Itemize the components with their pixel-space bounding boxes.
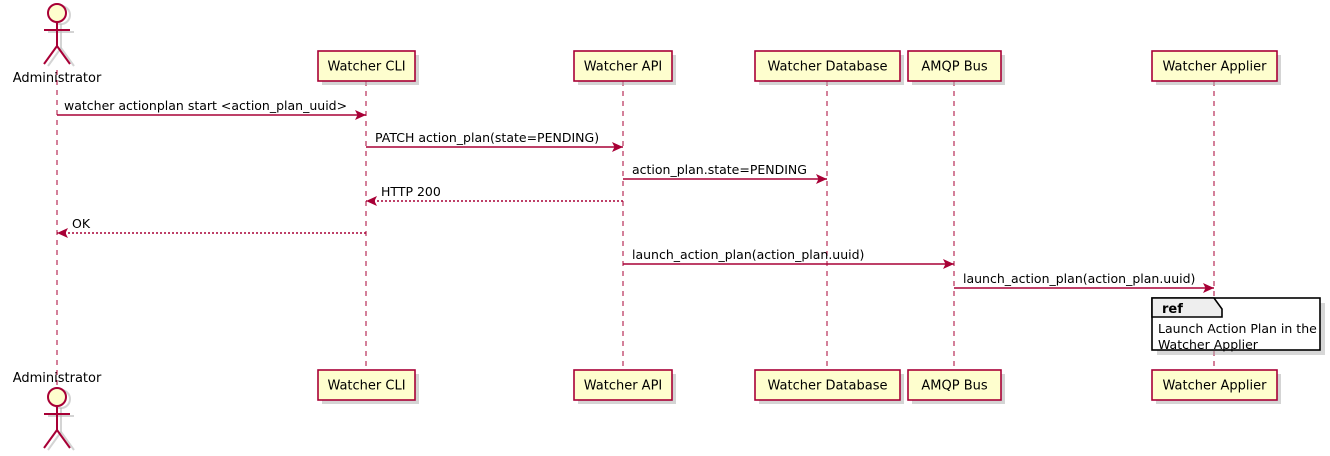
message-5-watcher-cli-to-administrator[interactable]: OK <box>57 216 366 238</box>
message-2-watcher-cli-to-watcher-api[interactable]: PATCH action_plan(state=PENDING) <box>366 130 623 152</box>
actor-right-leg-line-bottom <box>56 429 71 449</box>
actor-label-administrator-bottom: Administrator <box>13 371 102 386</box>
participant-box-watcher-cli[interactable] <box>317 369 416 401</box>
participant-label-watcher-applier: Watcher Applier <box>1163 60 1268 75</box>
participant-watcher-applier-head[interactable]: Watcher Applier <box>1151 50 1281 85</box>
participant-boxes-group: Watcher CLI Watcher CLI Watcher API Watcher… <box>317 50 1281 404</box>
ref-tab <box>1151 297 1223 318</box>
participant-label-watcher-cli: Watcher CLI <box>327 60 405 75</box>
participant-label-watcher-database: Watcher Database <box>768 379 888 394</box>
message-label: action_plan.state=PENDING <box>632 162 807 177</box>
ref-tab-label: ref <box>1162 302 1183 317</box>
actor-left-leg-line <box>43 45 58 65</box>
message-6-watcher-api-to-amqp-bus[interactable]: launch_action_plan(action_plan.uuid) <box>623 247 954 269</box>
actor-right-leg-line <box>56 45 71 65</box>
message-arrow-head <box>816 174 827 184</box>
message-7-amqp-bus-to-watcher-applier[interactable]: launch_action_plan(action_plan.uuid) <box>954 271 1214 293</box>
participant-box-watcher-applier[interactable] <box>1151 50 1278 82</box>
message-label: PATCH action_plan(state=PENDING) <box>375 130 599 145</box>
participant-watcher-cli-foot[interactable]: Watcher CLI <box>317 369 419 404</box>
participant-label-watcher-api: Watcher API <box>584 60 663 75</box>
ref-body-line: Launch Action Plan in the <box>1158 321 1317 336</box>
messages-group: watcher actionplan start <action_plan_uu… <box>57 98 1214 293</box>
participant-watcher-api-head[interactable]: Watcher API <box>573 50 676 85</box>
participant-label-watcher-applier: Watcher Applier <box>1163 379 1268 394</box>
ref-body-line: Watcher Applier <box>1158 337 1259 352</box>
message-arrow-head <box>57 228 68 238</box>
message-label: launch_action_plan(action_plan.uuid) <box>963 271 1195 286</box>
participant-box-watcher-database[interactable] <box>754 369 901 401</box>
actor-left-leg-line-bottom <box>43 429 58 449</box>
participant-box-watcher-api[interactable] <box>573 369 673 401</box>
message-label: watcher actionplan start <action_plan_uu… <box>64 98 347 113</box>
participant-amqp-bus-head[interactable]: AMQP Bus <box>907 50 1005 85</box>
participant-box-amqp-bus[interactable] <box>907 369 1002 401</box>
message-arrow-head <box>943 259 954 269</box>
participant-box-amqp-bus[interactable] <box>907 50 1002 82</box>
participant-watcher-database-head[interactable]: Watcher Database <box>754 50 904 85</box>
participant-watcher-applier-foot[interactable]: Watcher Applier <box>1151 369 1281 404</box>
participant-amqp-bus-foot[interactable]: AMQP Bus <box>907 369 1005 404</box>
message-3-watcher-api-to-watcher-database[interactable]: action_plan.state=PENDING <box>623 162 827 184</box>
message-label: launch_action_plan(action_plan.uuid) <box>632 247 864 262</box>
participant-box-watcher-applier[interactable] <box>1151 369 1278 401</box>
lifelines-group <box>56 70 1215 388</box>
message-arrow-head <box>366 196 377 206</box>
participant-label-watcher-cli: Watcher CLI <box>327 379 405 394</box>
message-arrow-head <box>612 142 623 152</box>
message-label: HTTP 200 <box>381 184 441 199</box>
participant-label-watcher-database: Watcher Database <box>768 60 888 75</box>
actor-head-icon-bottom <box>47 387 67 407</box>
actor-label-administrator-top: Administrator <box>13 71 102 86</box>
message-4-watcher-api-to-watcher-cli[interactable]: HTTP 200 <box>366 184 623 206</box>
message-arrow-head <box>1203 283 1214 293</box>
participant-label-amqp-bus: AMQP Bus <box>921 379 987 394</box>
participant-box-watcher-api[interactable] <box>573 50 673 82</box>
participant-box-watcher-database[interactable] <box>754 50 901 82</box>
participant-watcher-cli-head[interactable]: Watcher CLI <box>317 50 419 85</box>
message-label: OK <box>72 216 91 231</box>
message-arrow-head <box>355 110 366 120</box>
actor-administrator-top[interactable]: Administrator <box>13 3 102 86</box>
participant-box-watcher-cli[interactable] <box>317 50 416 82</box>
participant-label-watcher-api: Watcher API <box>584 379 663 394</box>
actor-head-icon <box>47 3 67 23</box>
participant-watcher-api-foot[interactable]: Watcher API <box>573 369 676 404</box>
participant-label-amqp-bus: AMQP Bus <box>921 60 987 75</box>
actor-administrator-bottom[interactable]: Administrator <box>13 371 102 451</box>
message-1-administrator-to-watcher-cli[interactable]: watcher actionplan start <action_plan_uu… <box>57 98 366 120</box>
participant-watcher-database-foot[interactable]: Watcher Database <box>754 369 904 404</box>
